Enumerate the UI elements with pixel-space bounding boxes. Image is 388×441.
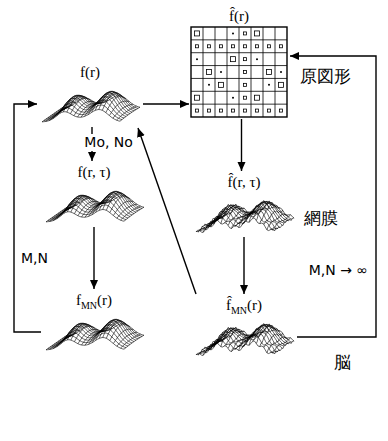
flow-arrow xyxy=(243,237,244,294)
plot-label: fMN(r) xyxy=(42,290,146,310)
surface-plot: f̂MN(r) xyxy=(192,295,296,359)
edge-label: Mo, No xyxy=(82,134,135,151)
surface-mesh xyxy=(42,182,146,226)
edge-label: M,N → ∞ xyxy=(307,262,370,279)
surface-mesh xyxy=(192,192,296,236)
plot-label: f(r, τ) xyxy=(42,162,146,182)
surface-mesh xyxy=(38,82,142,126)
flow-arrow xyxy=(143,103,189,104)
surface-plot: fMN(r) xyxy=(42,290,146,354)
stage-label: 原図形 xyxy=(300,66,351,86)
plot-label: f̂(r, τ) xyxy=(192,172,296,192)
surface-plot: f̂(r) xyxy=(190,6,288,118)
flow-arrow xyxy=(241,119,242,171)
stage-label: 網膜 xyxy=(304,208,338,228)
plot-label: f̂(r) xyxy=(190,6,288,26)
flow-arrow xyxy=(93,227,94,289)
pixel-grid xyxy=(190,26,288,118)
plot-label: f̂MN(r) xyxy=(192,295,296,315)
stage-label: 脳 xyxy=(334,352,351,372)
flow-arrow xyxy=(290,56,376,337)
surface-mesh xyxy=(192,315,296,359)
surface-mesh xyxy=(42,310,146,354)
surface-plot: f(r) xyxy=(38,62,142,126)
plot-label: f(r) xyxy=(38,62,142,82)
flow-arrow xyxy=(138,128,196,294)
surface-plot: f(r, τ) xyxy=(42,162,146,226)
flow-arrow xyxy=(14,104,41,332)
edge-label: M,N xyxy=(19,250,50,267)
surface-plot: f̂(r, τ) xyxy=(192,172,296,236)
